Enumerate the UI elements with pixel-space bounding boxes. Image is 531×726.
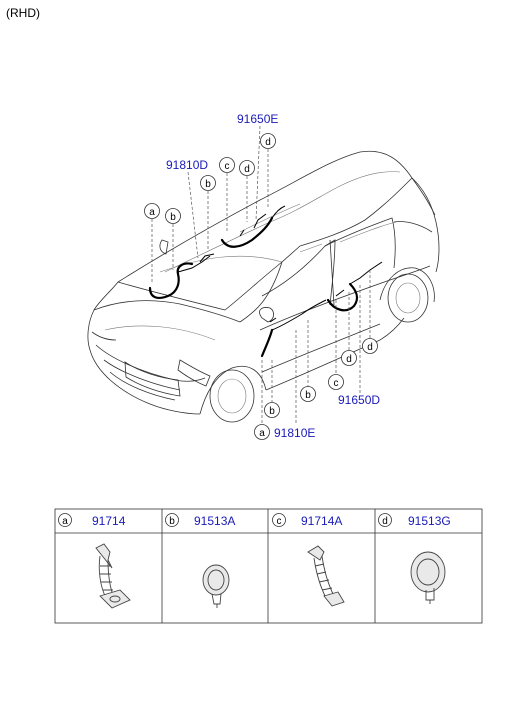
svg-text:a: a [62,516,68,527]
svg-text:d: d [382,516,388,527]
part-label-91650D: 91650D [338,393,380,407]
svg-text:d: d [244,164,250,175]
wiring-harness [148,205,383,358]
grommet-91513A-illustration [202,564,230,608]
leader-lines [151,125,371,424]
svg-text:d: d [265,137,271,148]
svg-text:d: d [346,354,352,365]
callout-bubble-a-front: a [144,203,160,219]
callout-bubble-b-side-rear: b [300,386,316,402]
callout-bubble-b-front: b [165,208,181,224]
callout-bubble-b-roof: b [200,175,216,191]
svg-text:b: b [305,390,311,401]
callout-bubble-d-side: d [341,350,357,366]
callout-bubble-b-side: b [264,402,280,418]
part-label-91650E: 91650E [237,112,278,126]
part-label-91810D: 91810D [166,158,208,172]
grommet-91513G-illustration [410,551,446,604]
callout-bubble-c-roof: c [219,157,235,173]
svg-text:c: c [225,161,230,172]
svg-text:c: c [277,516,282,527]
callout-bubble-c-side: c [328,374,344,390]
legend-header-a: a 91714 [58,513,126,528]
callout-bubble-a-side: a [254,424,270,440]
svg-text:c: c [334,378,339,389]
svg-text:b: b [169,516,175,527]
svg-text:b: b [170,212,176,223]
grommet-91714A-illustration [307,545,345,607]
legend-part-no-d: 91513G [408,514,451,528]
car-illustration [87,150,440,423]
callout-bubble-d-roof-rear: d [260,133,276,149]
legend-part-no-c: 91714A [301,514,342,528]
grommet-91714-illustration [95,543,131,609]
svg-text:a: a [149,207,155,218]
legend-part-no-b: 91513A [194,514,235,528]
legend-header-d: d 91513G [378,513,451,528]
legend-table [54,508,483,624]
legend-header-c: c 91714A [272,513,342,528]
svg-text:d: d [367,342,373,353]
callout-bubble-d-side-rear: d [362,338,378,354]
callout-bubble-d-roof: d [239,160,255,176]
legend-header-b: b 91513A [165,513,235,528]
variant-label: (RHD) [6,6,40,20]
svg-text:b: b [205,179,211,190]
svg-text:b: b [269,406,275,417]
legend-part-no-a: 91714 [92,514,126,528]
svg-text:a: a [259,428,265,439]
part-label-91810E: 91810E [274,426,315,440]
